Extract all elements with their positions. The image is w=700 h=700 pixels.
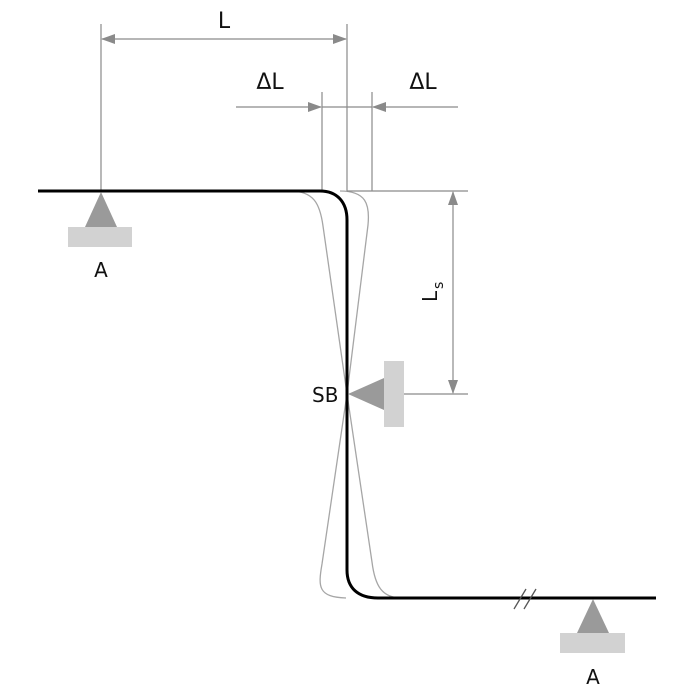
side-support-triangle-icon: [348, 378, 384, 410]
dimension-lines: [100, 24, 468, 395]
label-ls-main: L: [418, 290, 442, 302]
label-length: L: [218, 9, 231, 34]
support-base-left: [68, 227, 132, 247]
support-base-center: [384, 361, 404, 427]
label-delta-left: ΔL: [256, 70, 284, 95]
label-support-right: A: [586, 665, 600, 689]
main-profile: [38, 189, 656, 600]
break-mark-icon: [513, 588, 537, 610]
support-base-right: [560, 633, 625, 653]
fixed-support-triangle-icon: [577, 599, 609, 633]
label-center-support: SB: [312, 383, 338, 407]
support-left: [68, 192, 132, 247]
label-ls: L s: [418, 282, 447, 302]
label-delta-right: ΔL: [409, 70, 437, 95]
label-support-left: A: [94, 258, 108, 282]
fixed-support-triangle-icon: [85, 192, 117, 227]
center-support: [348, 361, 404, 427]
support-right: [560, 599, 625, 653]
label-ls-sub: s: [431, 282, 447, 289]
